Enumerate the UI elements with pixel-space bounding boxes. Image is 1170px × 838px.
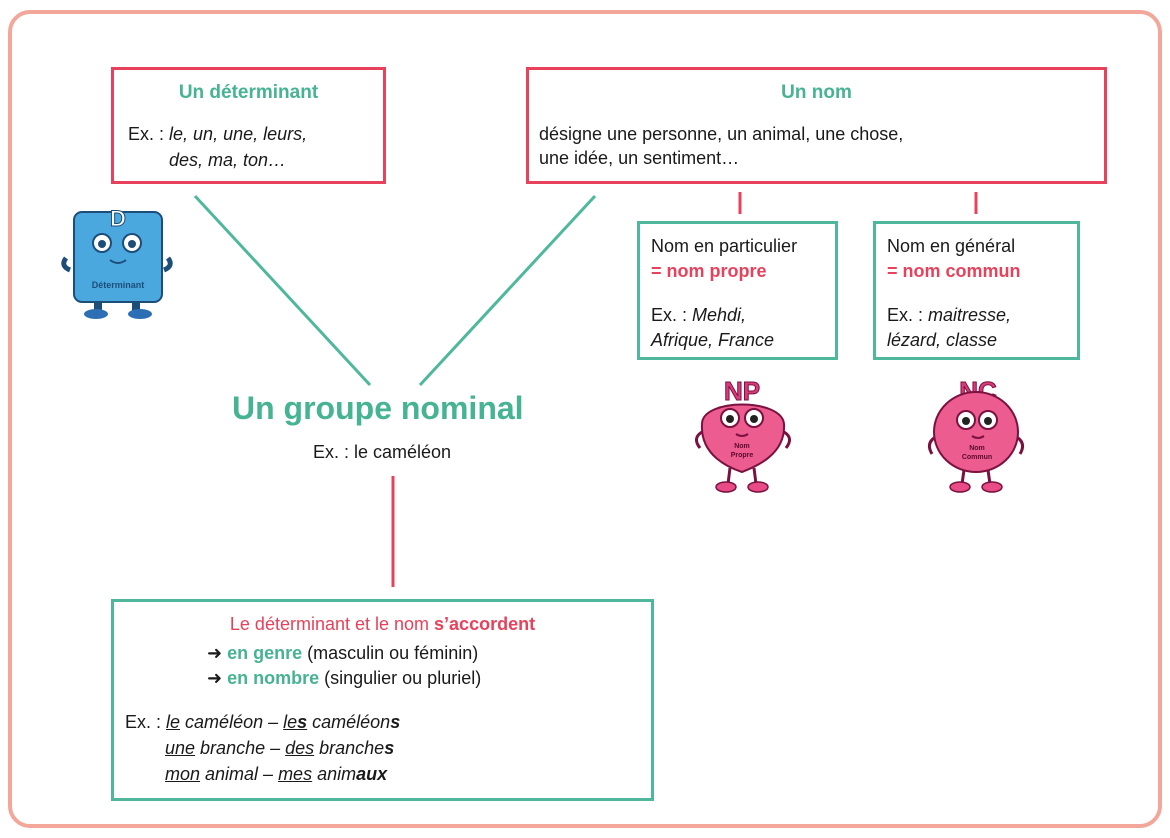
accord-heading: Le déterminant et le nom s’accordent — [114, 612, 651, 636]
nom-commun-mascot-label-1: Nom — [969, 445, 985, 452]
accord-example-1: Ex. : le caméléon – les caméléons — [125, 710, 400, 734]
ex2-text: branche – — [195, 738, 286, 758]
accord-box: Le déterminant et le nom s’accordent ➜ e… — [111, 599, 654, 801]
nom-commun-label-row: = nom commun — [887, 259, 1021, 283]
ex1-det-plural-ending: s — [297, 712, 308, 732]
nom-propre-label: nom propre — [666, 261, 767, 281]
accord-example-3: mon animal – mes animaux — [165, 762, 387, 786]
nom-propre-example-line2: Afrique, France — [651, 330, 775, 350]
nom-commun-example-line1: maitresse, — [928, 305, 1012, 325]
groupe-nominal-example: Ex. : le caméléon — [313, 442, 452, 462]
nom-description-line1: désigne une personne, un animal, une cho… — [539, 124, 904, 144]
determinant-example-line1: le, un, une, leurs, — [169, 124, 308, 144]
ex2-det-singular: une — [165, 738, 196, 758]
accord-genre-row: ➜ en genre (masculin ou féminin) — [207, 641, 478, 665]
groupe-nominal-title: Un groupe nominal — [232, 390, 524, 426]
nom-commun-mascot-label-2: Commun — [962, 454, 992, 461]
determinant-example: Ex. : le, un, une, leurs, — [128, 122, 307, 146]
ex3-text: animal – — [200, 764, 279, 784]
nom-propre-mascot-letters: NP — [724, 376, 760, 406]
nom-description-line2: une idée, un sentiment… — [539, 148, 740, 168]
accord-heading-plain: Le déterminant et le nom — [229, 614, 435, 634]
arrow-icon: ➜ — [207, 643, 223, 663]
accord-nombre-detail: (singulier ou pluriel) — [319, 668, 482, 688]
nom-commun-box: Nom en général = nom commun Ex. : maitre… — [873, 221, 1080, 360]
accord-genre-detail: (masculin ou féminin) — [302, 643, 479, 663]
nom-propre-label-row: = nom propre — [651, 259, 767, 283]
nom-box: Un nom désigne une personne, un animal, … — [526, 67, 1107, 184]
accord-nombre-label: en nombre — [227, 668, 320, 688]
equals-sign: = — [887, 261, 903, 281]
determinant-box: Un déterminant Ex. : le, un, une, leurs,… — [111, 67, 386, 184]
ex2-det-plural: des — [285, 738, 315, 758]
ex3-det-plural: mes — [278, 764, 313, 784]
determinant-mascot-letter: D — [110, 206, 126, 231]
accord-nombre-row: ➜ en nombre (singulier ou pluriel) — [207, 666, 481, 690]
line-nom-to-groupe — [418, 194, 597, 387]
arrow-icon: ➜ — [207, 668, 223, 688]
nom-propre-mascot: NP Nom Propre — [695, 376, 791, 493]
ex1-text: caméléon – — [180, 712, 284, 732]
nom-commun-example: Ex. : maitresse, — [887, 303, 1011, 327]
ex2-noun-plural-ending: s — [384, 738, 395, 758]
determinant-title: Un déterminant — [178, 82, 319, 103]
accord-heading-bold: s’accordent — [434, 614, 536, 634]
line-determinant-to-groupe — [193, 194, 372, 387]
ex1-noun-plural-ending: s — [390, 712, 401, 732]
nom-propre-mascot-label-2: Propre — [731, 452, 754, 459]
determinant-mascot-label: Déterminant — [92, 280, 145, 290]
equals-sign: = — [651, 261, 667, 281]
accord-genre-label: en genre — [227, 643, 303, 663]
nom-propre-example: Ex. : Mehdi, — [651, 303, 746, 327]
ex2-noun-plural: branche — [314, 738, 385, 758]
ex-label: Ex. : — [651, 305, 688, 325]
nom-propre-mascot-label-1: Nom — [734, 443, 750, 450]
nom-commun-label: nom commun — [902, 261, 1021, 281]
ex-label: Ex. : — [128, 124, 165, 144]
nom-title: Un nom — [781, 82, 852, 103]
ex3-noun-plural: anim — [312, 764, 357, 784]
ex1-det-plural: le — [283, 712, 298, 732]
ex-label: Ex. : — [887, 305, 924, 325]
ex1-det-singular: le — [166, 712, 181, 732]
determinant-example-line2: des, ma, ton… — [169, 150, 287, 170]
nom-propre-example-line1: Mehdi, — [692, 305, 747, 325]
ex1-noun-plural: caméléon — [307, 712, 391, 732]
nom-commun-mascot: NC Nom Commun — [927, 376, 1025, 493]
nom-propre-line1: Nom en particulier — [651, 236, 798, 256]
ex3-noun-plural-ending: aux — [356, 764, 388, 784]
ex-label: Ex. : — [125, 712, 162, 732]
accord-example-2: une branche – des branches — [165, 736, 394, 760]
determinant-mascot: D Déterminant — [61, 206, 173, 319]
nom-commun-line1: Nom en général — [887, 236, 1016, 256]
nom-propre-box: Nom en particulier = nom propre Ex. : Me… — [637, 221, 838, 360]
nom-commun-example-line2: lézard, classe — [887, 330, 998, 350]
ex3-det-singular: mon — [165, 764, 201, 784]
